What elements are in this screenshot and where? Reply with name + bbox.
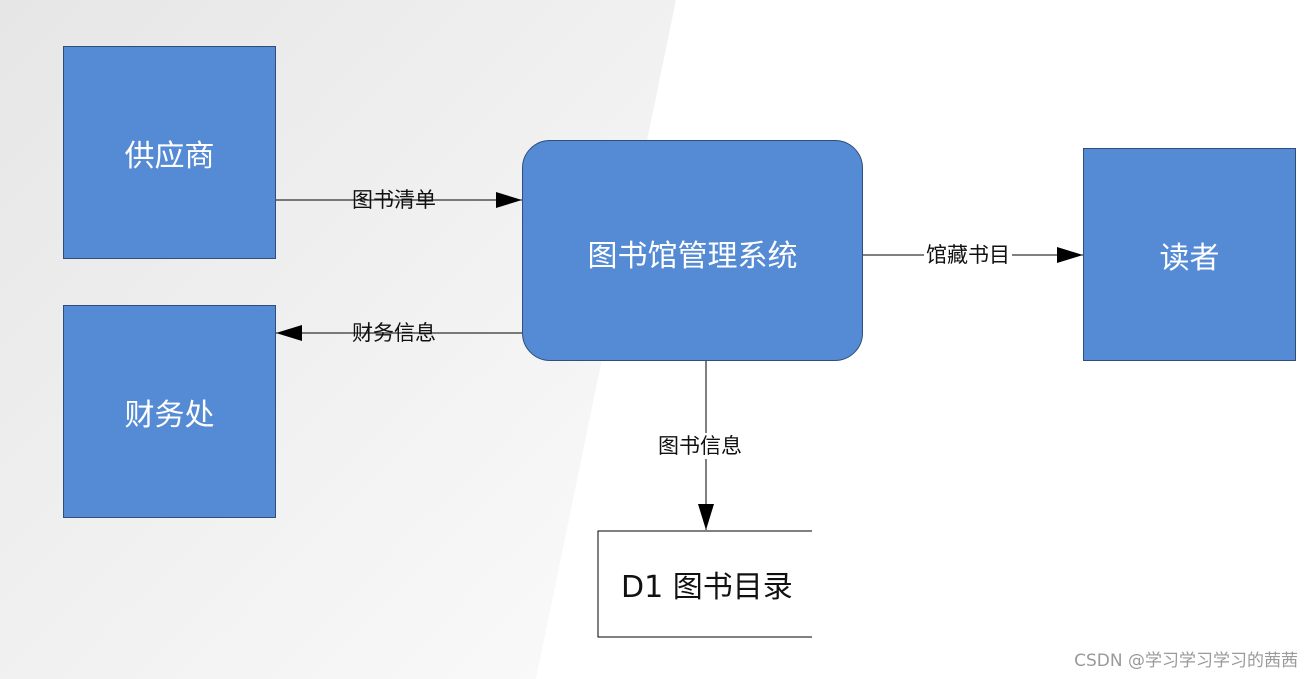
entity-reader[interactable]: 读者: [1083, 148, 1296, 361]
entity-finance-label: 财务处: [124, 397, 215, 433]
arrowhead-system-to-finance: [276, 325, 302, 341]
arrowhead-system-to-store: [698, 504, 714, 530]
arrowhead-system-to-reader: [1057, 247, 1083, 263]
process-library-system[interactable]: 图书馆管理系统: [522, 140, 863, 361]
arrowhead-supplier-to-system: [496, 192, 522, 208]
flow-label-supplier-to-system: 图书清单: [352, 188, 436, 212]
data-store-catalog[interactable]: D1 图书目录: [599, 532, 811, 636]
data-store-catalog-label: D1 图书目录: [621, 570, 793, 605]
flow-label-system-to-reader: 馆藏书目: [924, 242, 1012, 268]
entity-finance[interactable]: 财务处: [63, 305, 276, 518]
watermark: CSDN @学习学习学习的茜茜: [1074, 651, 1298, 671]
entity-supplier[interactable]: 供应商: [63, 46, 276, 259]
flow-label-system-to-finance: 财务信息: [352, 321, 436, 345]
flow-label-system-to-store: 图书信息: [656, 433, 744, 459]
entity-reader-label: 读者: [1159, 240, 1220, 276]
data-store-outline: [597, 530, 812, 638]
process-library-system-label: 图书馆管理系统: [587, 239, 798, 274]
entity-supplier-label: 供应商: [124, 138, 215, 174]
